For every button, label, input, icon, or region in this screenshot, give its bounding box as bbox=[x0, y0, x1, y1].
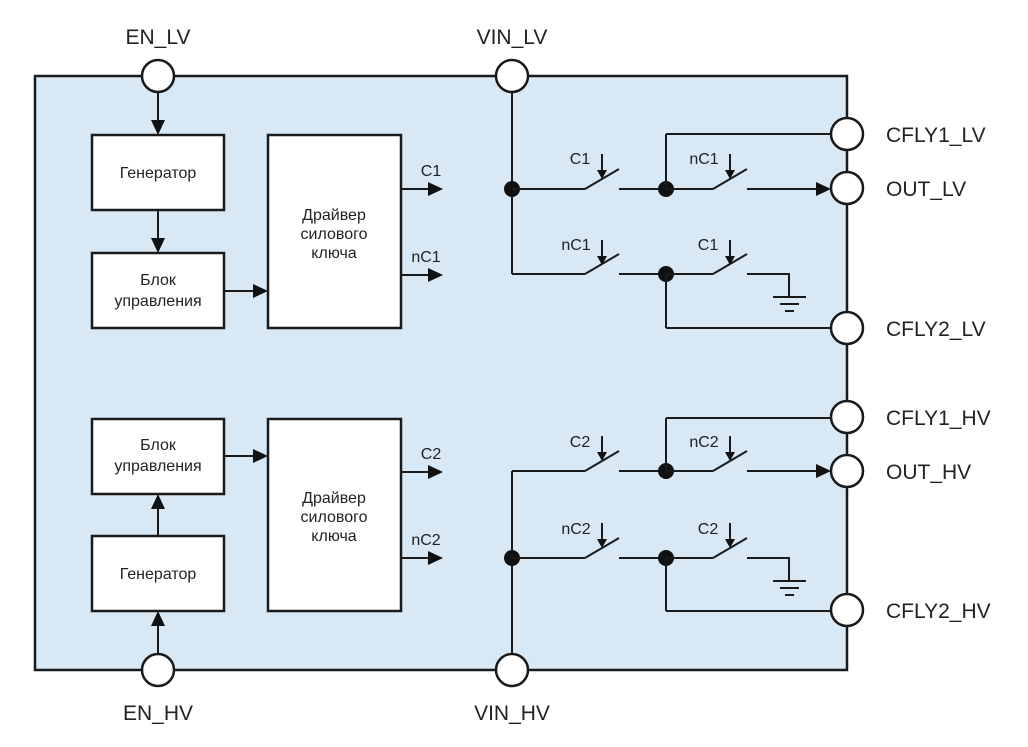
arrow-head bbox=[428, 182, 443, 196]
pins: EN_LV VIN_LV EN_HV VIN_HV CFLY1_LV OUT_L… bbox=[123, 26, 991, 725]
pin-cfly1-lv bbox=[829, 116, 865, 152]
arrow-head bbox=[816, 464, 831, 478]
pin-en-lv bbox=[140, 58, 176, 94]
arrow-head bbox=[725, 539, 735, 548]
switch-label: C2 bbox=[570, 434, 591, 451]
pin-label-vin-lv: VIN_LV bbox=[477, 26, 548, 49]
switch-label: nC2 bbox=[561, 521, 590, 538]
control-label-lv-1: Блок bbox=[140, 272, 177, 289]
pin-label-out-lv: OUT_LV bbox=[886, 178, 966, 201]
pin-label-cfly2-lv: CFLY2_LV bbox=[886, 318, 986, 341]
ground-wire bbox=[747, 557, 790, 581]
arrow-head bbox=[597, 452, 607, 461]
pin-vin-lv bbox=[494, 58, 530, 94]
switch-label: nC1 bbox=[689, 151, 718, 168]
arrow-head bbox=[151, 494, 165, 509]
pin-cfly1-hv bbox=[829, 399, 865, 435]
control-label-hv-1: Блок bbox=[140, 437, 177, 454]
arrow-head bbox=[816, 182, 831, 196]
arrow-head bbox=[597, 539, 607, 548]
arrow-head bbox=[725, 452, 735, 461]
control-block-lv bbox=[90, 251, 226, 330]
pin-label-en-hv: EN_HV bbox=[123, 702, 193, 725]
driver-label-lv-2: силового bbox=[301, 226, 368, 243]
arrow-head bbox=[151, 238, 165, 253]
ground-icon bbox=[773, 296, 806, 312]
pin-label-cfly2-hv: CFLY2_HV bbox=[886, 600, 991, 623]
driver-label-lv-3: ключа bbox=[311, 245, 357, 262]
pin-label-cfly1-lv: CFLY1_LV bbox=[886, 124, 986, 147]
driver-label-lv-1: Драйвер bbox=[302, 207, 366, 224]
arrow-head bbox=[151, 120, 165, 135]
arrow-head bbox=[151, 611, 165, 626]
arrow-head bbox=[428, 551, 443, 565]
c2-output-label: C2 bbox=[421, 446, 442, 463]
nc1-output-label: nC1 bbox=[411, 249, 440, 266]
pin-label-en-lv: EN_LV bbox=[126, 26, 191, 49]
pin-vin-hv bbox=[494, 652, 530, 688]
arrow-head bbox=[428, 268, 443, 282]
generator-block-hv bbox=[90, 534, 226, 613]
generator-label-hv: Генератор bbox=[120, 566, 197, 583]
switch-label: nC2 bbox=[689, 434, 718, 451]
pin-en-hv bbox=[140, 652, 176, 688]
arrow-head bbox=[597, 170, 607, 179]
control-label-hv-2: управления bbox=[114, 458, 201, 475]
pin-cfly2-hv bbox=[829, 592, 865, 628]
switch-label: C1 bbox=[570, 151, 591, 168]
hv-channel: Блок управления Генератор Драйвер силово… bbox=[90, 417, 831, 654]
nc2-output-label: nC2 bbox=[411, 532, 440, 549]
switch-label: C1 bbox=[698, 237, 719, 254]
pin-out-hv bbox=[829, 453, 865, 489]
c1-output-label: C1 bbox=[421, 163, 442, 180]
pin-label-cfly1-hv: CFLY1_HV bbox=[886, 407, 991, 430]
switch-label: C2 bbox=[698, 521, 719, 538]
driver-block-hv bbox=[266, 417, 403, 613]
arrow-head bbox=[597, 256, 607, 265]
pin-cfly2-lv bbox=[829, 310, 865, 346]
ground-icon bbox=[773, 580, 806, 596]
switch-label: nC1 bbox=[561, 237, 590, 254]
driver-label-hv-2: силового bbox=[301, 509, 368, 526]
arrow-head bbox=[725, 256, 735, 265]
generator-label-lv: Генератор bbox=[120, 165, 197, 182]
arrow-head bbox=[253, 284, 268, 298]
generator-block-lv bbox=[90, 133, 226, 212]
arrow-head bbox=[725, 170, 735, 179]
pin-label-vin-hv: VIN_HV bbox=[474, 702, 550, 725]
control-block-hv bbox=[90, 417, 226, 496]
control-label-lv-2: управления bbox=[114, 293, 201, 310]
driver-label-hv-1: Драйвер bbox=[302, 490, 366, 507]
pin-label-out-hv: OUT_HV bbox=[886, 461, 971, 484]
ground-wire bbox=[747, 273, 790, 297]
arrow-head bbox=[253, 449, 268, 463]
driver-block-lv bbox=[266, 133, 403, 330]
arrow-head bbox=[428, 465, 443, 479]
lv-channel: Генератор Блок управления Драйвер силово… bbox=[90, 92, 831, 330]
pin-out-lv bbox=[829, 170, 865, 206]
driver-label-hv-3: ключа bbox=[311, 528, 357, 545]
